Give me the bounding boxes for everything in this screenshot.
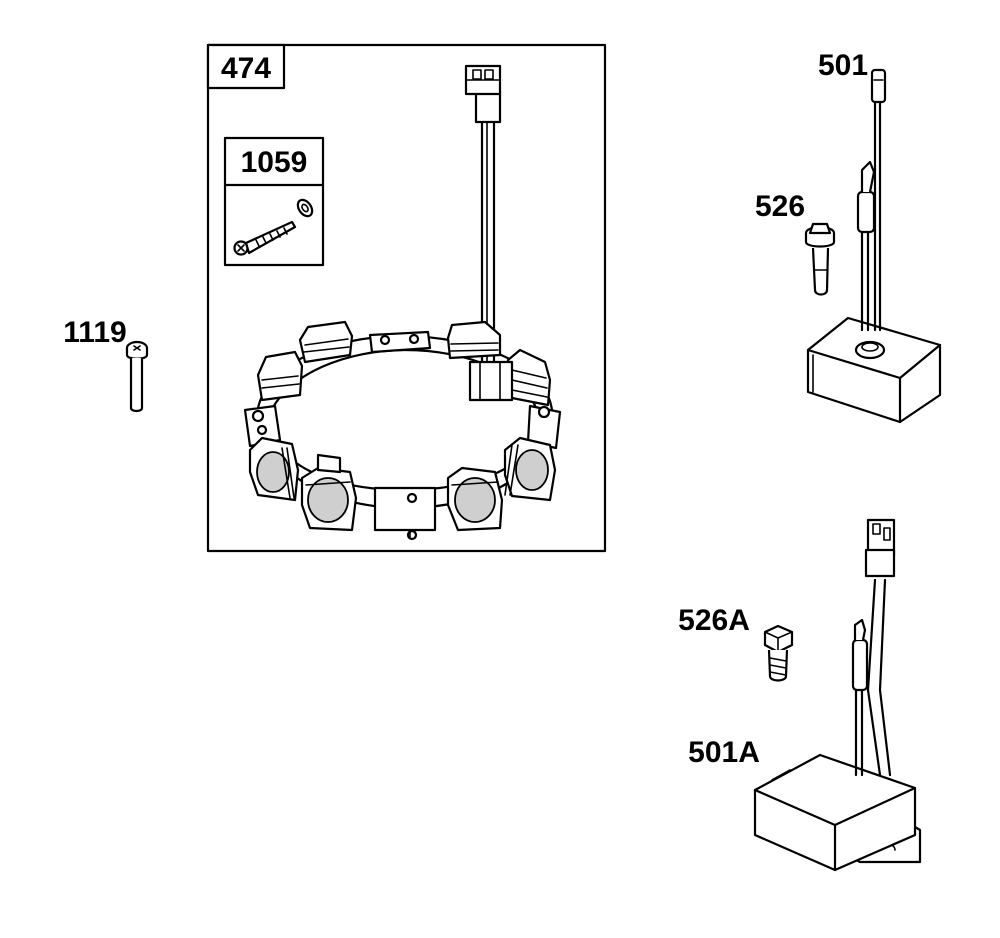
callout-501A: 501A [688, 736, 760, 769]
front-coils [248, 436, 557, 532]
bolt-526-drawing [804, 222, 836, 296]
callout-501: 501 [818, 49, 868, 82]
callout-1059: 1059 [241, 146, 308, 179]
back-coils [256, 320, 552, 407]
callout-526: 526 [755, 190, 805, 223]
callout-474: 474 [221, 52, 271, 85]
stator-drawing [243, 64, 562, 541]
kit-screw-drawing [233, 198, 314, 256]
callout-1119: 1119 [63, 316, 126, 349]
kit-1059-frame: 1059 [223, 136, 325, 267]
callout-526A: 526A [678, 604, 750, 637]
module-501-drawing [806, 68, 942, 424]
bolt-1119-drawing [125, 340, 149, 413]
bolt-526A-drawing [763, 624, 794, 682]
module-501A-drawing [753, 518, 922, 872]
